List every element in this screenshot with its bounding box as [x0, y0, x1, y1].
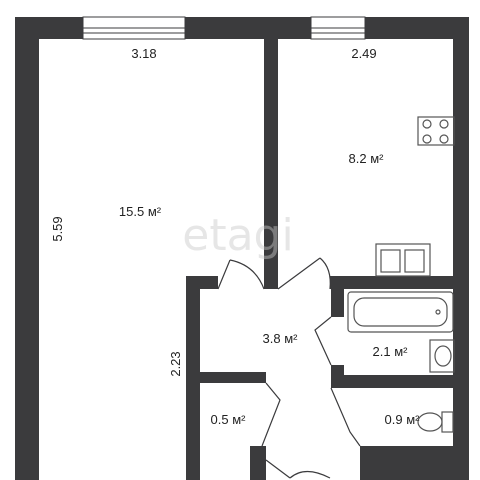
- door-swing-icon: [217, 257, 361, 479]
- room-area-hall: 3.8 м²: [263, 331, 299, 346]
- dimension-living-length: 5.59: [50, 216, 65, 241]
- washbasin-icon: [429, 339, 455, 373]
- room-area-closet: 0.5 м²: [211, 412, 247, 427]
- dimension-living-width: 3.18: [131, 46, 156, 61]
- kitchen-sink-icon: [375, 243, 431, 277]
- room-area-bathroom: 2.1 м²: [373, 344, 409, 359]
- stove-icon: [417, 116, 455, 146]
- bathtub-icon: [347, 291, 454, 333]
- room-area-living: 15.5 м²: [119, 204, 162, 219]
- room-area-kitchen: 8.2 м²: [349, 151, 385, 166]
- window-icon: [310, 16, 366, 40]
- watermark-text: etagi: [182, 210, 293, 261]
- window-icon: [82, 16, 186, 40]
- toilet-icon: [417, 411, 454, 433]
- dimension-kitchen-width: 2.49: [351, 46, 376, 61]
- walls: [15, 17, 469, 480]
- room-area-toilet: 0.9 м²: [385, 412, 421, 427]
- dimension-hall-length: 2.23: [168, 351, 183, 376]
